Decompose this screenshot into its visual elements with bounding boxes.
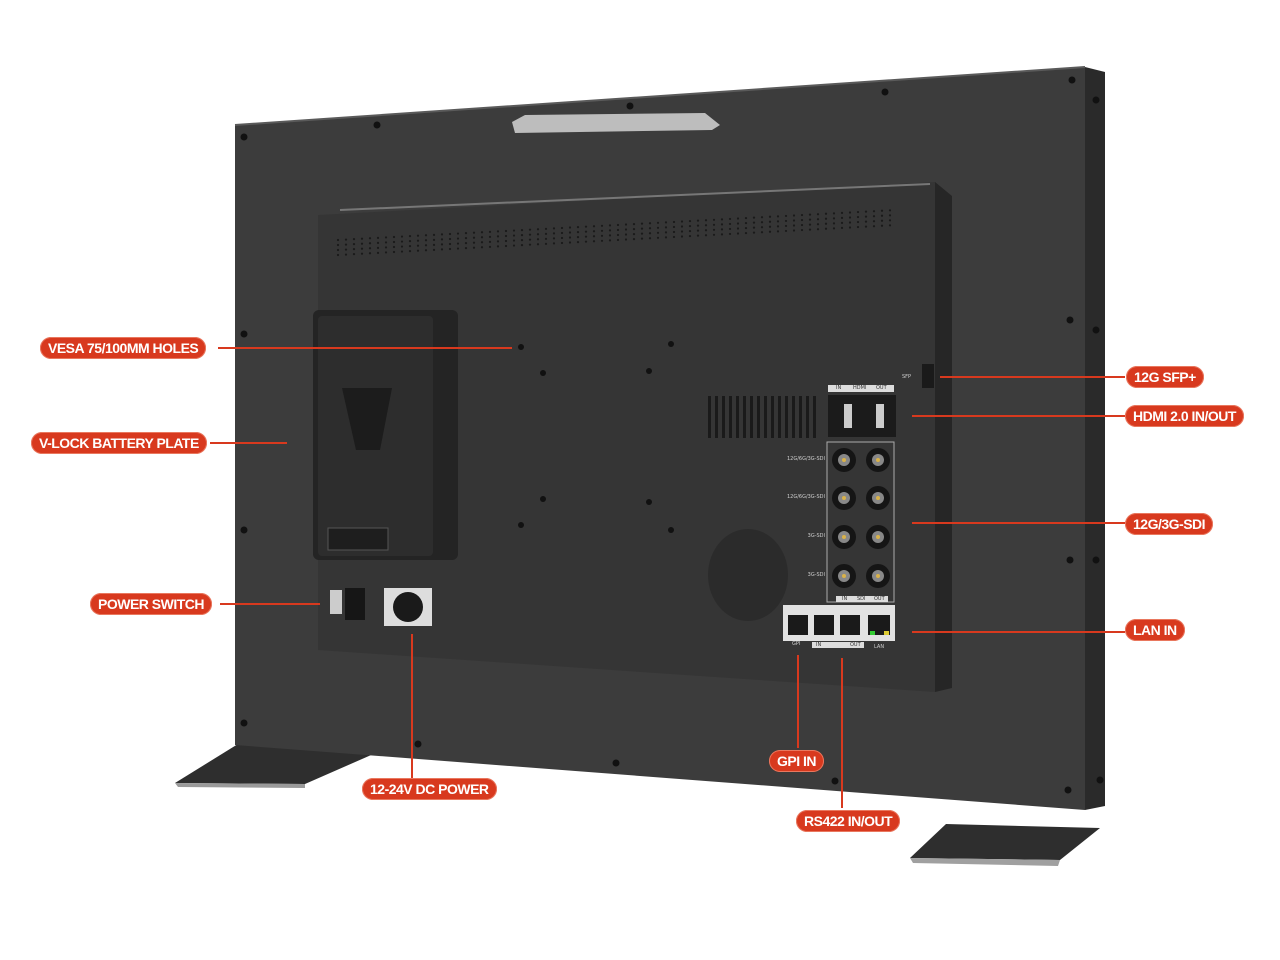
- screw: [240, 330, 248, 338]
- screw: [831, 777, 839, 785]
- screw: [414, 740, 422, 748]
- sdi-row-label: 12G/6G/3G-SDI: [786, 494, 825, 500]
- hdmi-ports: [828, 395, 896, 437]
- gpi-label: GPI: [792, 641, 801, 647]
- speaker-grille: [708, 529, 788, 621]
- lan-label: LAN: [874, 644, 885, 650]
- screw: [612, 759, 620, 767]
- screw: [373, 121, 381, 129]
- vent-dots: [336, 209, 892, 257]
- callout-lines: [210, 347, 1125, 808]
- sfp-label: SFP: [902, 374, 912, 380]
- handle: [512, 113, 720, 133]
- sdi-out-label: OUT: [874, 596, 885, 602]
- hdmi-label: HDMI: [853, 385, 867, 391]
- sdi-label: SDI: [857, 596, 866, 602]
- sdi-row-label: 3G-SDI: [807, 572, 825, 578]
- callout-dc-power: 12-24V DC POWER: [362, 778, 497, 800]
- callout-sfp: 12G SFP+: [1126, 366, 1204, 388]
- screw: [626, 102, 634, 110]
- chassis-side: [1085, 67, 1105, 810]
- screw: [1092, 326, 1100, 334]
- screw: [1066, 556, 1074, 564]
- screw: [881, 88, 889, 96]
- sfp-port: [922, 364, 934, 388]
- callout-rs422: RS422 IN/OUT: [796, 810, 901, 832]
- callout-gpi: GPI IN: [769, 750, 825, 772]
- sdi-row-label: 12G/6G/3G-SDI: [786, 456, 825, 462]
- hdmi-out-label: OUT: [876, 385, 887, 391]
- screw: [1068, 76, 1076, 84]
- right-foot: [910, 824, 1100, 860]
- screw: [1064, 786, 1072, 794]
- vesa-holes: [518, 341, 674, 533]
- rs-in-label: IN: [816, 642, 822, 648]
- left-foot: [175, 744, 378, 784]
- callout-vesa: VESA 75/100MM HOLES: [40, 337, 207, 359]
- sdi-in-label: IN: [842, 596, 848, 602]
- callout-lan: LAN IN: [1125, 619, 1185, 641]
- hdmi-in-label: IN: [836, 385, 842, 391]
- screw: [1066, 316, 1074, 324]
- screw: [1092, 556, 1100, 564]
- vent-slots: [708, 396, 816, 438]
- callout-sdi: 12G/3G-SDI: [1125, 513, 1214, 535]
- callout-vlock: V-LOCK BATTERY PLATE: [31, 432, 207, 454]
- screw: [1096, 776, 1104, 784]
- power-switch: [345, 588, 365, 620]
- screw: [240, 133, 248, 141]
- screw: [240, 526, 248, 534]
- callout-power-switch: POWER SWITCH: [90, 593, 212, 615]
- screw: [1092, 96, 1100, 104]
- callout-hdmi: HDMI 2.0 IN/OUT: [1125, 405, 1244, 427]
- screw: [240, 719, 248, 727]
- sdi-row-label: 3G-SDI: [807, 533, 825, 539]
- rs-out-label: OUT: [850, 642, 861, 648]
